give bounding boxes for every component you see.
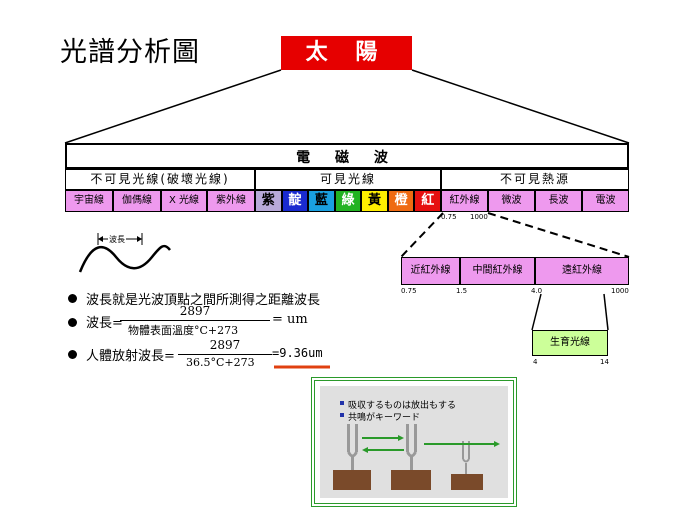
fraction-bar — [120, 320, 270, 321]
cell-far-infrared: 遠紅外線 — [535, 257, 629, 285]
formula-prefix: 波長= — [86, 316, 123, 331]
visible-color-cell: 藍 — [308, 190, 335, 212]
em-wave-header: 電 磁 波 — [65, 143, 629, 169]
tick-label: 1000 — [611, 287, 629, 295]
grow-light-box: 生育光線 — [532, 330, 608, 356]
tick-label: 1000 — [470, 213, 488, 221]
visible-color-cell: 紅 — [414, 190, 441, 212]
resonance-line-2: 共鳴がキーワード — [348, 413, 421, 423]
human-wavelength-prefix: 人體放射波長= — [86, 349, 175, 364]
formula-denominator: 物體表面溫度°C+273 — [128, 324, 239, 337]
tick-label: 4.0 — [531, 287, 543, 295]
resonance-panel-inner: 吸収するものは放出もする 共鳴がキーワード — [320, 386, 508, 498]
visible-color-cell: 綠 — [334, 190, 362, 212]
human-wavelength-result: =9.36um — [272, 346, 323, 360]
page-title: 光譜分析圖 — [60, 37, 200, 68]
bullet-dot — [68, 294, 77, 303]
category-invisible-ray: 不可見光線(破壞光線) — [65, 169, 255, 190]
tick-label: 4 — [533, 358, 538, 366]
cell-longwave: 長波 — [535, 190, 582, 212]
cell-ultraviolet: 紫外線 — [207, 190, 255, 212]
bullet-dot — [68, 350, 77, 359]
wavelength-label: 波長 — [108, 234, 126, 245]
tick-label: 14 — [600, 358, 609, 366]
visible-color-cell: 黃 — [361, 190, 388, 212]
cell-near-infrared: 近紅外線 — [401, 257, 460, 285]
formula-numerator: 2897 — [179, 304, 211, 318]
cell-mid-infrared: 中間紅外線 — [460, 257, 535, 285]
bullet-wavelength-definition: 波長就是光波頂點之間所測得之距離波長 — [86, 293, 321, 308]
cell-infrared: 紅外線 — [441, 190, 488, 212]
tick-label: 0.75 — [441, 213, 457, 221]
visible-color-cell: 靛 — [281, 190, 309, 212]
cell-microwave: 微波 — [488, 190, 535, 212]
cell-radio-wave: 電波 — [582, 190, 629, 212]
human-formula-numerator: 2897 — [209, 338, 241, 352]
human-formula-denominator: 36.5°C+273 — [186, 356, 255, 369]
visible-color-cell: 紫 — [255, 190, 282, 212]
visible-color-cell: 橙 — [387, 190, 415, 212]
sun-box: 太 陽 — [281, 36, 412, 70]
category-visible-light: 可見光線 — [255, 169, 441, 190]
tick-label: 1.5 — [456, 287, 468, 295]
cell-cosmic-ray: 宇宙線 — [65, 190, 113, 212]
tuning-fork-illustration — [333, 401, 500, 490]
bullet-dot — [68, 318, 77, 327]
category-invisible-heat: 不可見熱源 — [441, 169, 629, 190]
resonance-line-1: 吸収するものは放出もする — [348, 401, 457, 411]
fraction-bar — [178, 354, 272, 355]
formula-suffix: = um — [272, 312, 308, 327]
tick-label: 0.75 — [401, 287, 417, 295]
cell-gamma-ray: 伽傌線 — [113, 190, 161, 212]
cell-x-ray: X 光線 — [161, 190, 207, 212]
